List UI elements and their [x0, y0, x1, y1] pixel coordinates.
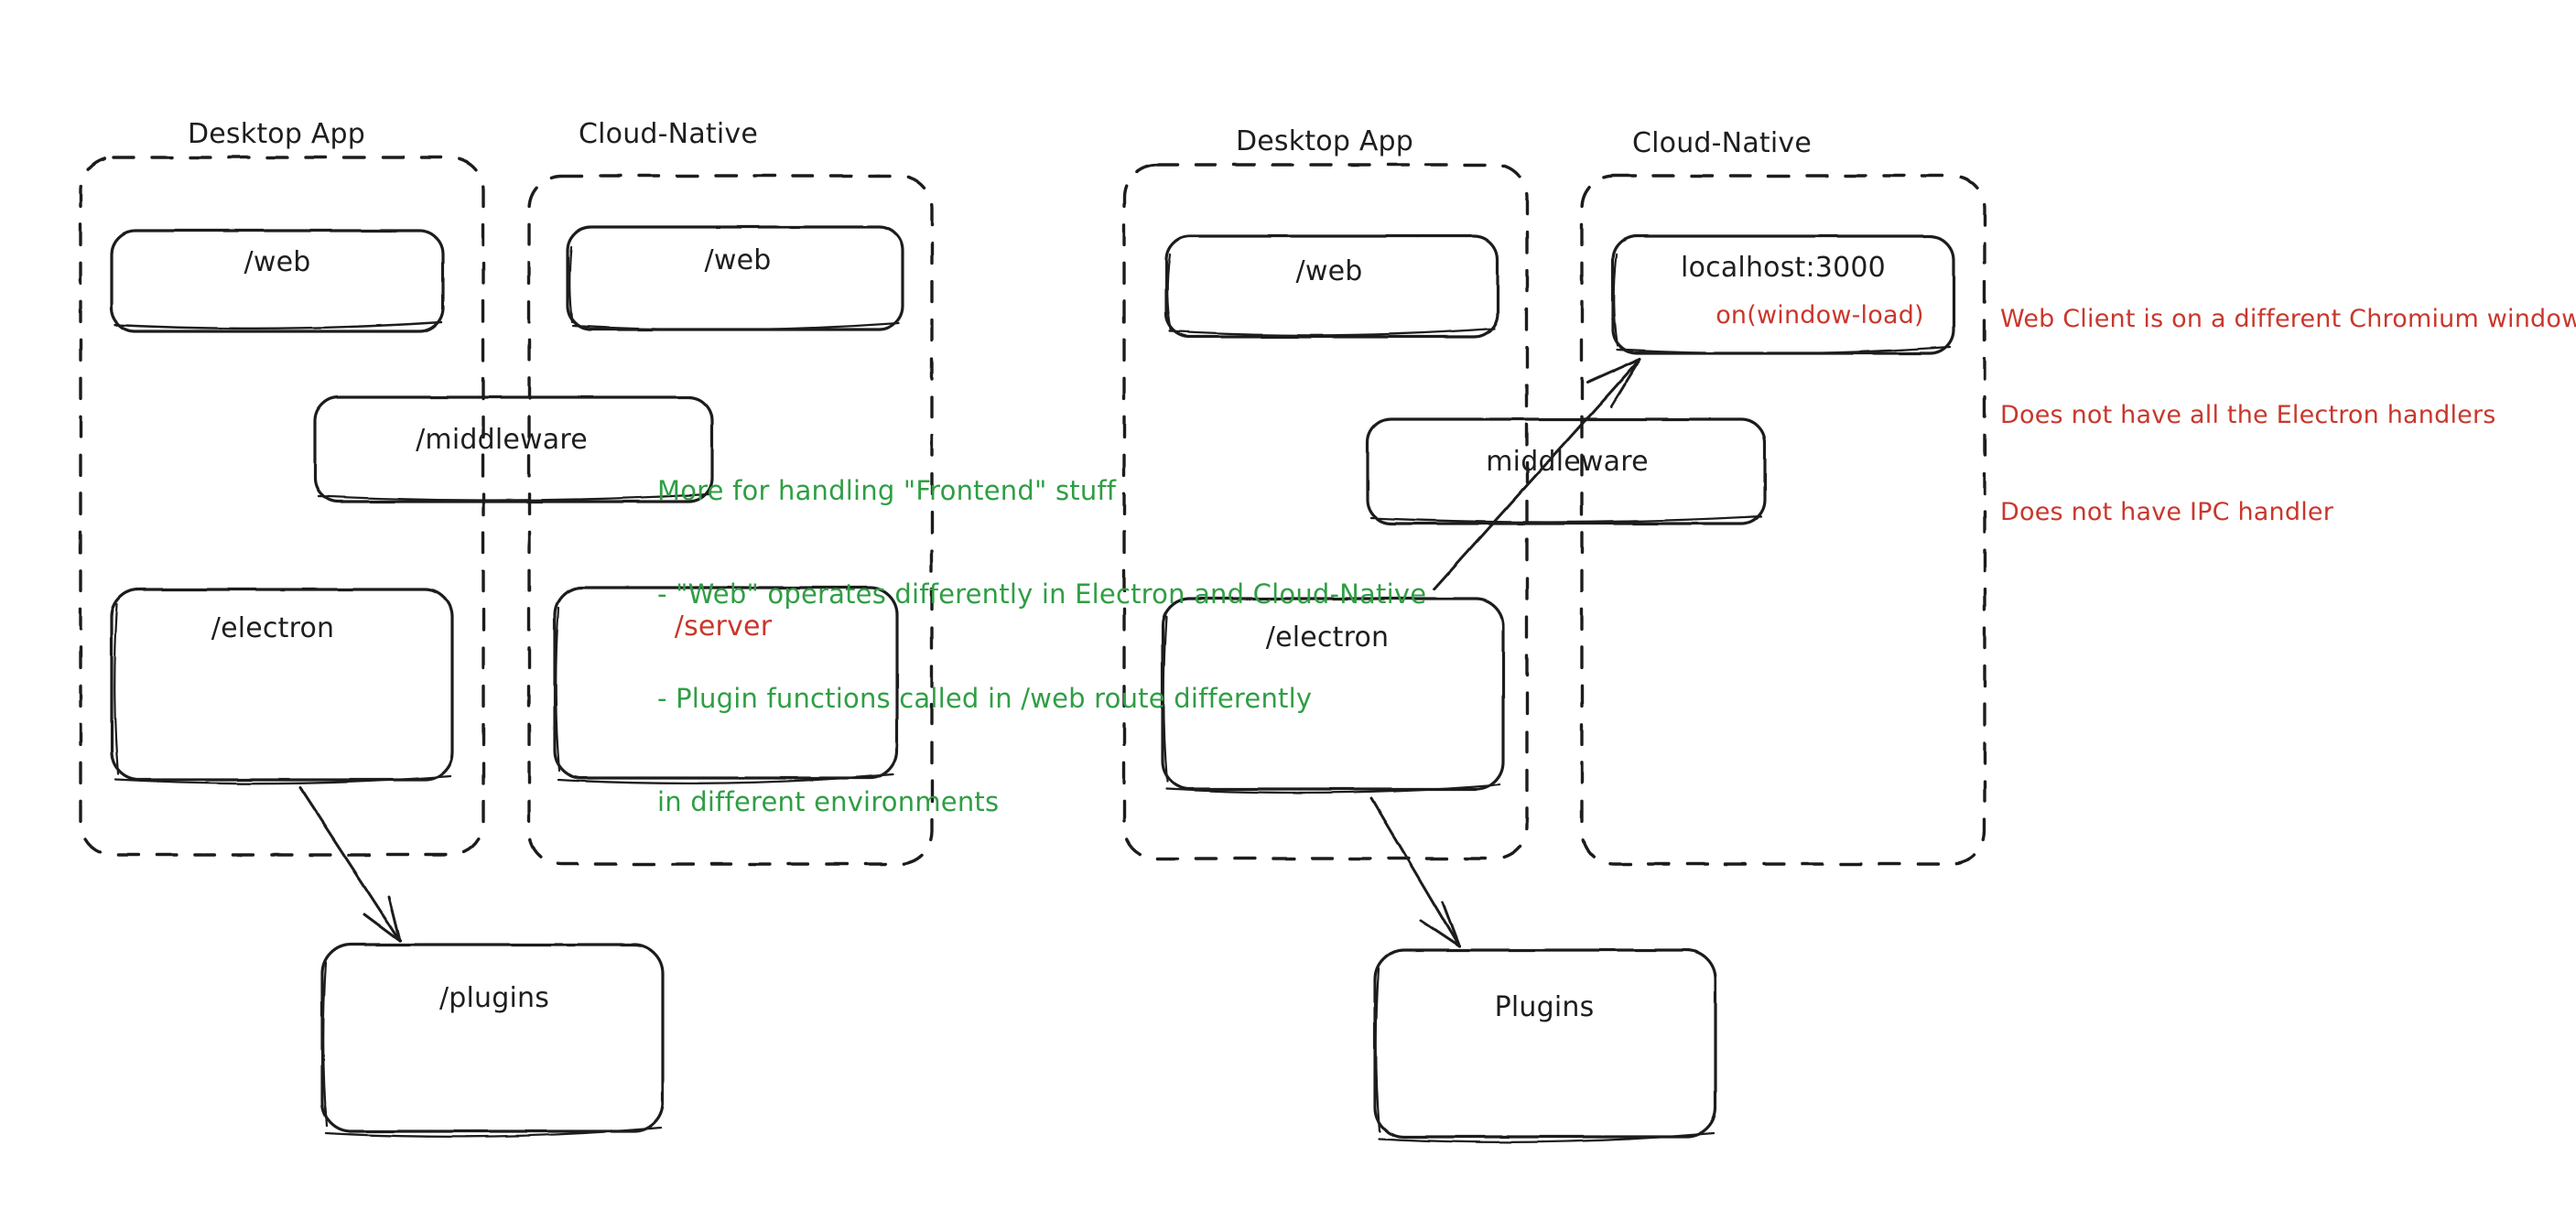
node-right-middleware — [1366, 417, 1767, 525]
node-left-middleware — [313, 395, 714, 503]
group-right-cloud-native — [1580, 174, 1986, 866]
node-label-left-cloud-web: /web — [704, 244, 772, 276]
node-right-electron — [1161, 597, 1505, 794]
node-right-localhost — [1611, 234, 1955, 355]
node-label-right-middleware: middleware — [1486, 446, 1649, 478]
group-left-cloud-native — [527, 174, 934, 866]
node-label-left-middleware: /middleware — [416, 424, 588, 456]
node-label-left-electron: /electron — [211, 612, 335, 644]
node-left-plugins — [320, 943, 665, 1138]
group-right-desktop-app — [1122, 163, 1529, 860]
node-label-right-electron: /electron — [1265, 621, 1390, 654]
node-right-desktop-web — [1164, 234, 1499, 339]
node-label-right-desktop-web: /web — [1295, 255, 1363, 287]
annotation-green-line-4: in different environments — [657, 785, 1000, 817]
node-left-electron — [110, 588, 454, 785]
group-title-left-cloud-native: Cloud-Native — [578, 118, 759, 150]
annotation-red-line-3: Does not have IPC handler — [2000, 497, 2334, 526]
annotation-green-line-2: - "Web" operates differently in Electron… — [657, 578, 1427, 611]
annotation-red-line-1: Web Client is on a different Chromium wi… — [2000, 305, 2576, 334]
annotation-green-line-3: - Plugin functions called in /web route … — [657, 682, 1313, 714]
node-left-desktop-web — [110, 229, 445, 333]
group-title-right-desktop-app: Desktop App — [1235, 125, 1414, 157]
node-right-plugins — [1373, 948, 1717, 1143]
node-label-left-desktop-web: /web — [244, 246, 311, 278]
arrow-left-electron-to-plugins — [298, 786, 402, 943]
node-sublabel-right-localhost: on(window-load) — [1716, 301, 1924, 330]
node-label-left-plugins: /plugins — [438, 982, 550, 1014]
node-left-server — [553, 586, 899, 784]
arrow-right-electron-to-plugins — [1369, 796, 1461, 948]
arrow-right-electron-to-localhost — [1432, 357, 1642, 591]
annotation-red-line-2: Does not have all the Electron handlers — [2000, 401, 2496, 430]
group-left-desktop-app — [79, 156, 485, 857]
group-title-left-desktop-app: Desktop App — [187, 118, 366, 150]
node-label-right-localhost: localhost:3000 — [1681, 252, 1886, 284]
annotation-red-note: Web Client is on a different Chromium wi… — [2000, 239, 2576, 592]
annotation-green-note: More for handling "Frontend" stuff - "We… — [657, 405, 1426, 889]
node-left-cloud-web — [566, 225, 904, 331]
group-title-right-cloud-native: Cloud-Native — [1631, 127, 1813, 159]
node-label-left-server: /server — [674, 611, 773, 643]
node-label-right-plugins: Plugins — [1494, 991, 1595, 1023]
annotation-green-line-1: More for handling "Frontend" stuff — [657, 475, 1117, 507]
